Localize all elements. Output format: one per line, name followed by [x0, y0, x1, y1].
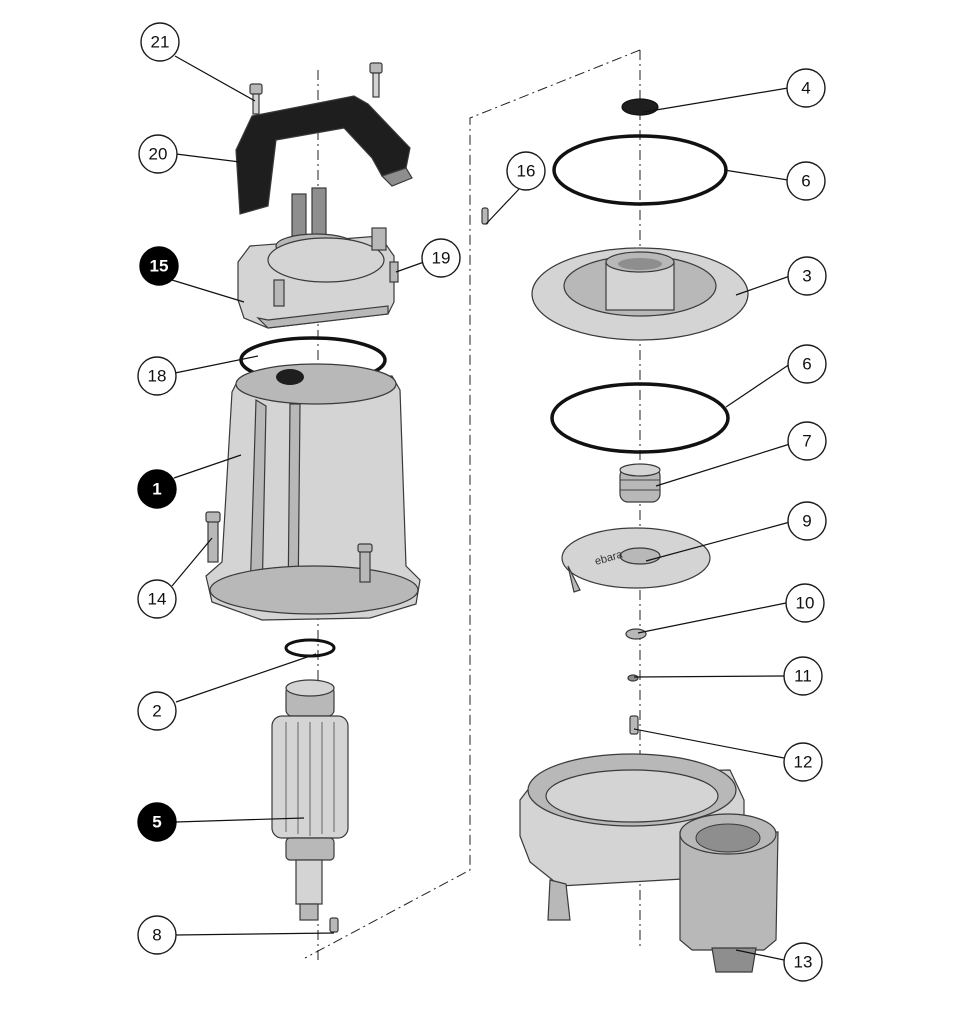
rotor-part: [271, 679, 349, 933]
callout-12: 12: [783, 742, 823, 782]
callout-4: 4: [786, 68, 826, 108]
callout-label: 2: [152, 702, 161, 721]
callout-21: 21: [140, 22, 180, 62]
callout-label: 10: [796, 594, 815, 613]
callout-label: 6: [802, 355, 811, 374]
callout-2: 2: [137, 691, 177, 731]
callout-13: 13: [783, 942, 823, 982]
callout-label: 11: [794, 667, 812, 686]
callout-1: 1: [137, 469, 177, 509]
callout-label: 15: [150, 257, 169, 276]
callout-label: 16: [517, 162, 536, 181]
key-11-part: [627, 674, 639, 682]
callout-5: 5: [137, 802, 177, 842]
callout-label: 13: [794, 953, 813, 972]
screw-12-part: [629, 715, 639, 735]
callout-label: 19: [432, 249, 451, 268]
seal-plate-part: [531, 247, 749, 341]
callouts: 21 20 15 18 1 14 2 5 8 16 19 4 6 3 6 7 9…: [137, 22, 827, 982]
callout-7: 7: [787, 421, 827, 461]
pin-16-part: [481, 207, 489, 225]
ring-2-part: [284, 638, 336, 658]
callout-label: 8: [152, 926, 161, 945]
motor-cover-part: [237, 227, 399, 329]
callout-label: 9: [802, 512, 811, 531]
o-ring-6-bottom-part: [550, 382, 730, 454]
impeller-part: ebara: [561, 527, 711, 593]
callout-11: 11: [783, 656, 823, 696]
callout-9: 9: [787, 501, 827, 541]
callout-label: 1: [152, 480, 161, 499]
leader-lines: [171, 55, 791, 961]
mechanical-seal-part: [619, 463, 661, 503]
callout-label: 12: [794, 753, 813, 772]
callout-3: 3: [787, 256, 827, 296]
callout-18: 18: [137, 356, 177, 396]
callout-label: 20: [149, 145, 168, 164]
top-screw-part: [249, 62, 383, 115]
callout-8: 8: [137, 915, 177, 955]
callout-label: 21: [151, 33, 170, 52]
callout-6-top: 6: [786, 161, 826, 201]
callout-20: 20: [138, 134, 178, 174]
callout-16: 16: [506, 151, 546, 191]
callout-6-bottom: 6: [787, 344, 827, 384]
handle-part: [235, 95, 413, 239]
washer-10-part: [625, 628, 647, 640]
nut-4-part: [621, 98, 659, 116]
callout-label: 18: [148, 367, 167, 386]
callout-15: 15: [139, 246, 179, 286]
callout-label: 4: [801, 79, 810, 98]
callout-label: 3: [802, 267, 811, 286]
callout-10: 10: [785, 583, 825, 623]
motor-housing-part: [205, 363, 421, 621]
pump-casing-part: [519, 753, 779, 973]
callout-19: 19: [421, 238, 461, 278]
callout-label: 7: [802, 432, 811, 451]
callout-label: 6: [801, 172, 810, 191]
callout-label: 14: [148, 590, 167, 609]
connection-axis: [304, 49, 641, 959]
callout-14: 14: [137, 579, 177, 619]
callout-label: 5: [152, 813, 161, 832]
